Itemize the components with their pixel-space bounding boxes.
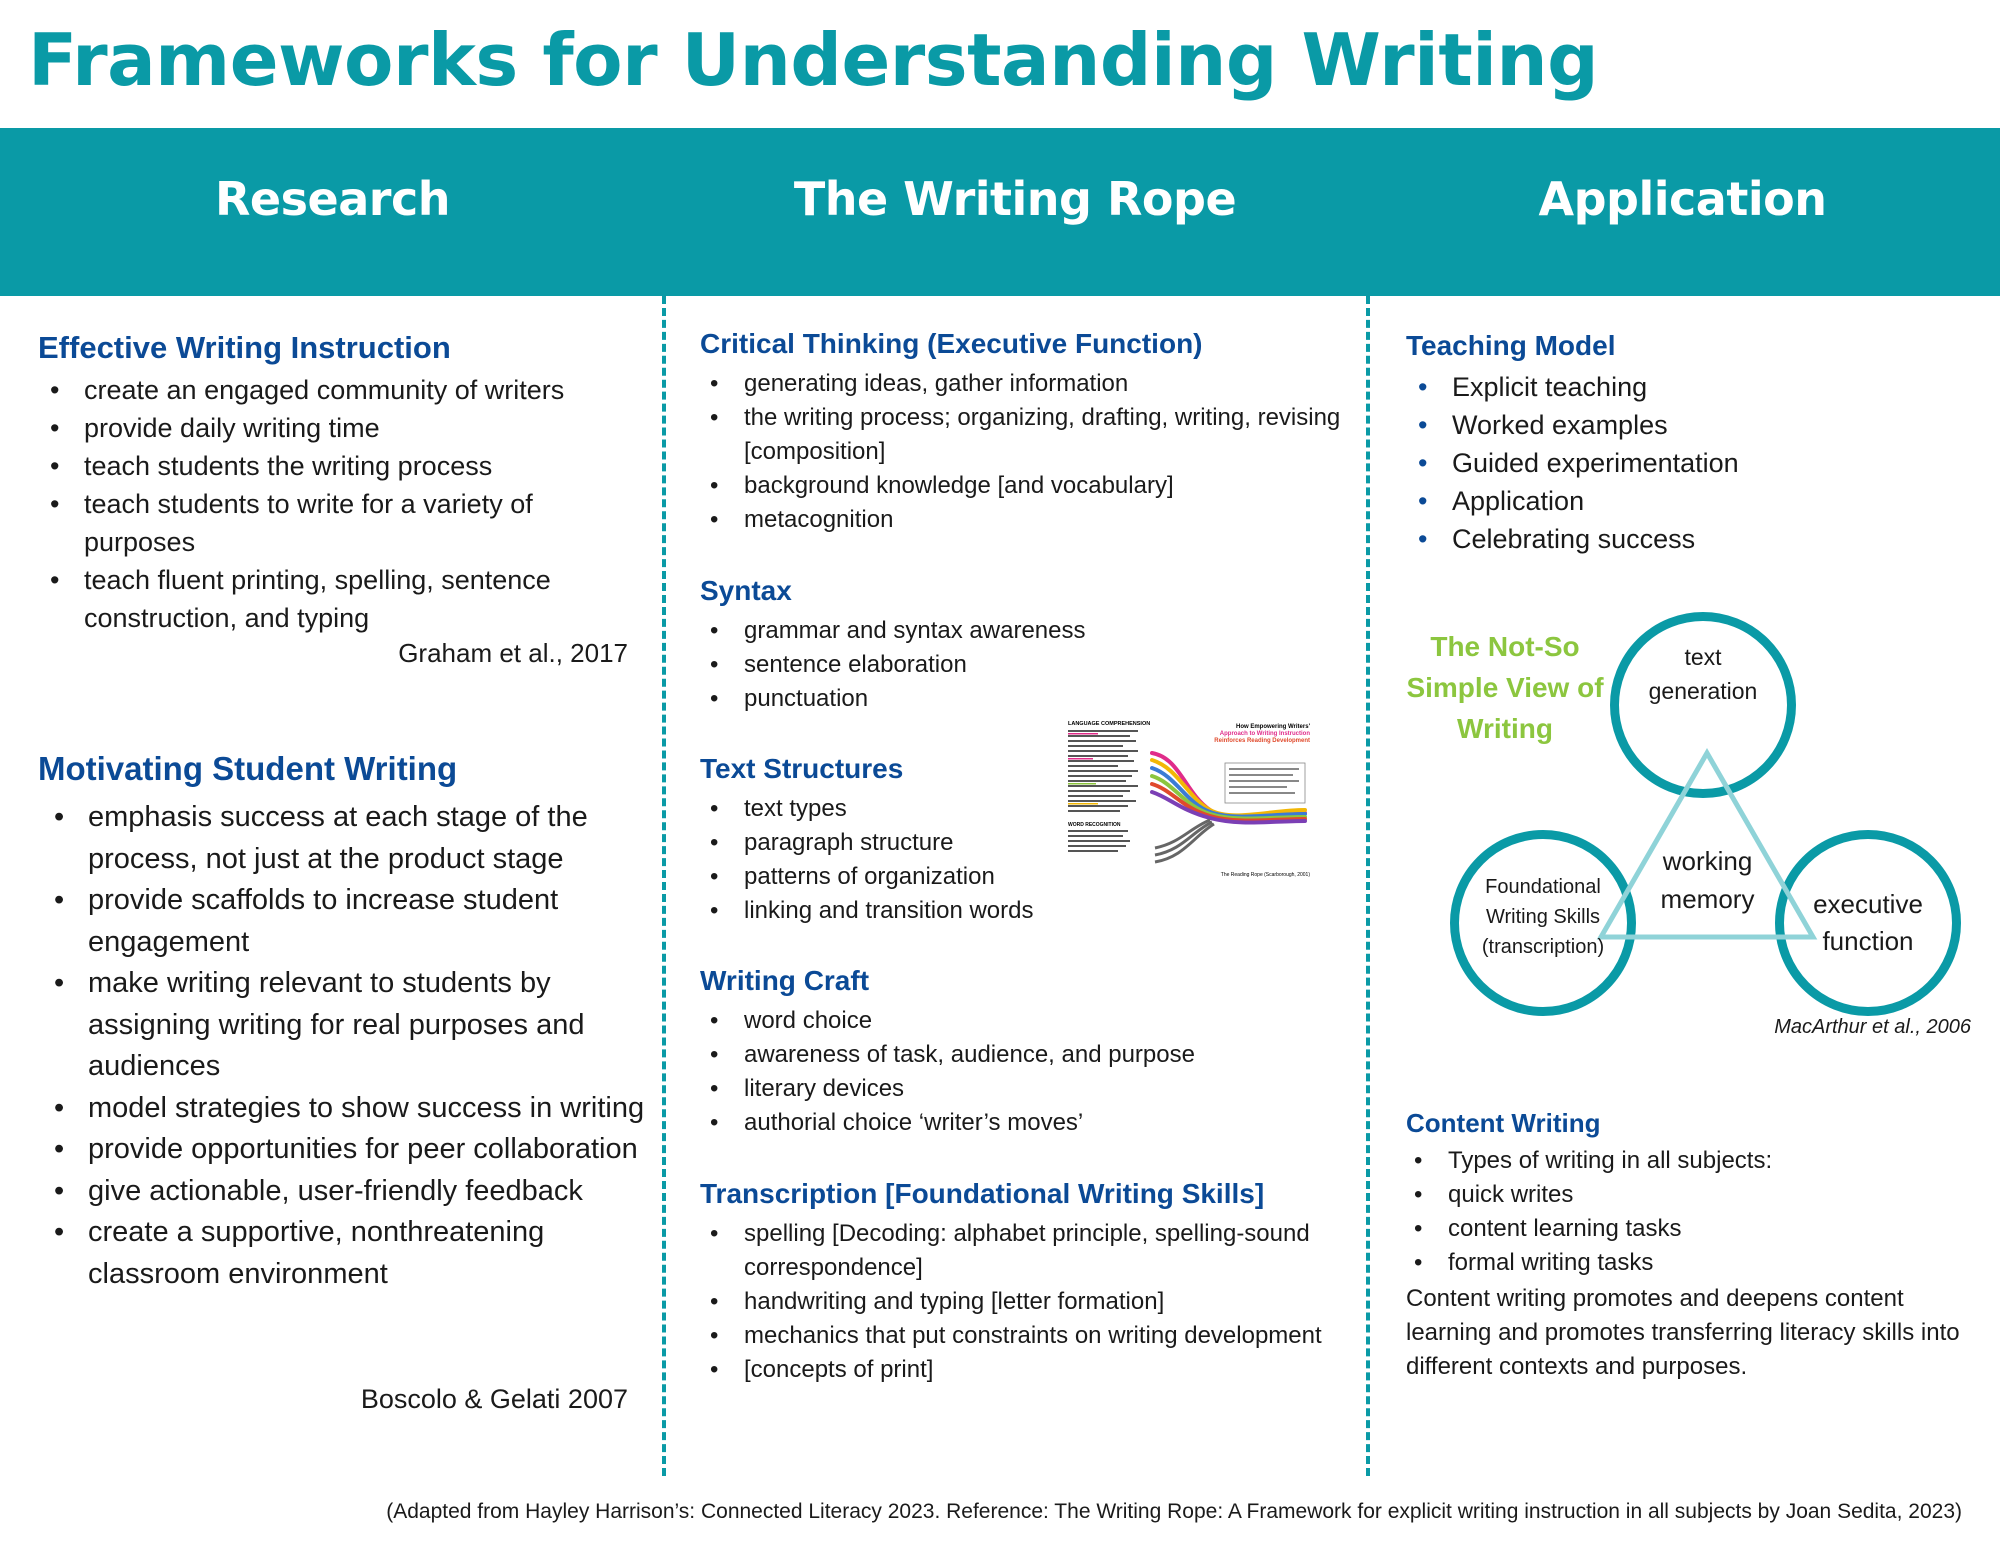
transcription-list: spelling [Decoding: alphabet principle, …	[698, 1217, 1394, 1387]
boscolo-citation: Boscolo & Gelati 2007	[360, 1384, 628, 1414]
list-item: teach fluent printing, spelling, sentenc…	[50, 561, 644, 637]
effective-writing-list: create an engaged community of writers p…	[38, 371, 644, 637]
thumb-right-header-1: How Empowering Writers'	[1236, 724, 1311, 730]
teaching-model-list: Explicit teaching Worked examples Guided…	[1406, 368, 2000, 558]
application-heading: Application	[1538, 172, 1827, 226]
list-item: create a supportive, nonthreatening clas…	[54, 1212, 648, 1295]
text-generation-label: text generation	[1648, 644, 1758, 704]
list-item: quick writes	[1414, 1178, 2000, 1212]
writing-rope-heading: The Writing Rope	[793, 172, 1237, 226]
reading-rope-thumbnail: LANGUAGE COMPREHENSION WORD RECOGNITION	[1060, 718, 1315, 883]
text-structures-title: Text Structures	[700, 753, 904, 784]
column-divider-right	[1366, 296, 1370, 1476]
content-writing-paragraph: Content writing promotes and deepens con…	[1406, 1285, 1960, 1380]
list-item: background knowledge [and vocabulary]	[710, 469, 1394, 503]
page-title: Frameworks for Understanding Writing	[28, 18, 1599, 102]
list-item: mechanics that put constraints on writin…	[710, 1319, 1394, 1353]
list-item: Guided experimentation	[1418, 444, 2000, 482]
list-item: provide daily writing time	[50, 409, 644, 447]
foundational-skills-circle	[1450, 830, 1636, 1016]
list-item: paragraph structure	[710, 826, 1124, 860]
thumb-right-header-2: Approach to Writing Instruction	[1220, 731, 1311, 737]
list-item: awareness of task, audience, and purpose	[710, 1038, 1394, 1072]
list-item: metacognition	[710, 503, 1394, 537]
list-item: Explicit teaching	[1418, 368, 2000, 406]
working-memory-triangle	[1596, 748, 1818, 940]
list-item: model strategies to show success in writ…	[54, 1088, 648, 1130]
list-item: Worked examples	[1418, 406, 2000, 444]
list-item: emphasis success at each stage of the pr…	[54, 797, 648, 880]
list-item: patterns of organization	[710, 860, 1124, 894]
list-item: Celebrating success	[1418, 520, 2000, 558]
reading-rope-image: LANGUAGE COMPREHENSION WORD RECOGNITION	[1068, 721, 1311, 878]
list-item: create an engaged community of writers	[50, 371, 644, 409]
list-item: punctuation	[710, 682, 1394, 716]
teaching-model-title: Teaching Model	[1406, 330, 1616, 361]
list-item: spelling [Decoding: alphabet principle, …	[710, 1217, 1394, 1285]
list-item: grammar and syntax awareness	[710, 614, 1394, 648]
writing-craft-list: word choice awareness of task, audience,…	[698, 1004, 1394, 1140]
critical-thinking-list: generating ideas, gather information the…	[698, 367, 1394, 537]
list-item: give actionable, user-friendly feedback	[54, 1171, 648, 1213]
text-structures-list: text types paragraph structure patterns …	[698, 792, 1124, 928]
thumb-caption: The Reading Rope (Scarborough, 2001)	[1221, 872, 1311, 878]
syntax-title: Syntax	[700, 575, 792, 606]
list-item: text types	[710, 792, 1124, 826]
thumb-word-recognition: WORD RECOGNITION	[1068, 822, 1121, 828]
column-divider-left	[662, 296, 666, 1476]
list-item: word choice	[710, 1004, 1394, 1038]
list-item: provide scaffolds to increase student en…	[54, 880, 648, 963]
motivating-writing-list: emphasis success at each stage of the pr…	[42, 797, 648, 1295]
thumb-right-header-3: Reinforces Reading Development	[1214, 738, 1310, 744]
transcription-title: Transcription [Foundational Writing Skil…	[700, 1178, 1265, 1209]
list-item: teach students to write for a variety of…	[50, 485, 644, 561]
executive-function-label: executive function	[1813, 889, 1923, 956]
list-item: linking and transition words	[710, 894, 1124, 928]
content-writing-title: Content Writing	[1406, 1108, 1601, 1138]
graham-citation: Graham et al., 2017	[398, 638, 628, 668]
text-generation-circle	[1610, 612, 1796, 798]
list-item: handwriting and typing [letter formation…	[710, 1285, 1394, 1319]
foundational-skills-label: Foundational Writing Skills (transcripti…	[1481, 876, 1605, 958]
content-writing-list: Types of writing in all subjects: quick …	[1402, 1144, 2000, 1280]
critical-thinking-title: Critical Thinking (Executive Function)	[700, 328, 1203, 359]
list-item: teach students the writing process	[50, 447, 644, 485]
effective-writing-title: Effective Writing Instruction	[38, 330, 451, 365]
list-item: Application	[1418, 482, 2000, 520]
venn-title: The Not-So Simple View of Writing	[1406, 631, 1604, 744]
thumb-left-header: LANGUAGE COMPREHENSION	[1068, 721, 1150, 727]
research-heading: Research	[215, 172, 450, 226]
macarthur-citation: MacArthur et al., 2006	[1774, 1016, 1971, 1038]
list-item: make writing relevant to students by ass…	[54, 963, 648, 1088]
list-item: formal writing tasks	[1414, 1246, 2000, 1280]
list-item: authorial choice ‘writer’s moves’	[710, 1106, 1394, 1140]
list-item: provide opportunities for peer collabora…	[54, 1129, 648, 1171]
writing-craft-title: Writing Craft	[700, 965, 870, 996]
footer-reference: (Adapted from Hayley Harrison’s: Connect…	[386, 1500, 1962, 1523]
header-band: Research The Writing Rope Application	[0, 128, 2000, 296]
executive-function-circle	[1775, 830, 1961, 1016]
motivating-writing-title: Motivating Student Writing	[38, 750, 458, 787]
list-item: generating ideas, gather information	[710, 367, 1394, 401]
list-item: the writing process; organizing, draftin…	[710, 401, 1394, 469]
list-item: [concepts of print]	[710, 1353, 1394, 1387]
list-item: literary devices	[710, 1072, 1394, 1106]
syntax-list: grammar and syntax awareness sentence el…	[698, 614, 1394, 716]
list-item: sentence elaboration	[710, 648, 1394, 682]
working-memory-label: working memory	[1660, 846, 1755, 914]
list-item: Types of writing in all subjects:	[1414, 1144, 2000, 1178]
list-item: content learning tasks	[1414, 1212, 2000, 1246]
